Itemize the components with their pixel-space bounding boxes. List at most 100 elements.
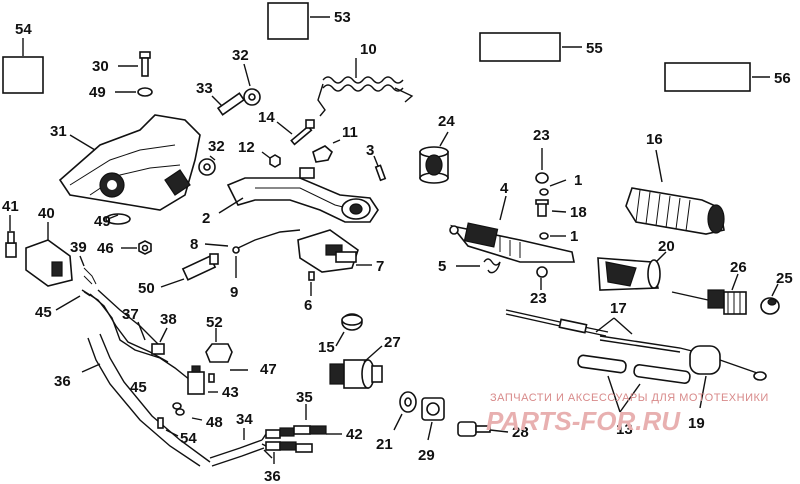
screw-6 [308, 271, 315, 281]
label-54-top: 54 [15, 21, 32, 38]
label-32-mid: 32 [208, 138, 225, 155]
label-31: 31 [50, 123, 67, 140]
nut-46 [138, 240, 152, 255]
pin-18 [535, 199, 549, 217]
label-49-top: 49 [89, 84, 106, 101]
label-8: 8 [190, 236, 198, 253]
switch-plate-7 [297, 229, 359, 273]
coil-wire-10 [317, 58, 414, 117]
label-20: 20 [658, 238, 675, 255]
grommet-15 [341, 313, 363, 331]
harness-36 [87, 333, 211, 467]
pin-33 [216, 92, 246, 116]
label-1-top: 1 [574, 172, 582, 189]
nut-29 [421, 397, 445, 421]
cap-52 [205, 343, 233, 363]
wire-39 [83, 267, 97, 285]
cap-23-bottom [536, 266, 548, 278]
label-9: 9 [230, 284, 238, 301]
label-10: 10 [360, 41, 377, 58]
screw-14 [290, 119, 315, 146]
switch-43 [187, 365, 205, 395]
label-54-bottom: 54 [180, 430, 197, 447]
label-23-top: 23 [533, 127, 550, 144]
label-6: 6 [304, 297, 312, 314]
box-55 [479, 32, 561, 62]
washer-21 [399, 391, 417, 413]
label-5: 5 [438, 258, 446, 275]
label-1-mid: 1 [570, 228, 578, 245]
pin-1-top [539, 188, 549, 196]
label-46: 46 [97, 240, 114, 257]
label-53: 53 [334, 9, 351, 26]
wire-harness-45 [81, 289, 191, 381]
label-24: 24 [438, 113, 455, 130]
label-33: 33 [196, 80, 213, 97]
switch-27 [329, 359, 383, 389]
label-21: 21 [376, 436, 393, 453]
label-15: 15 [318, 339, 335, 356]
label-36-bottom: 36 [264, 468, 281, 484]
label-19: 19 [688, 415, 705, 432]
boot-19 [689, 345, 767, 381]
label-42: 42 [346, 426, 363, 443]
label-56: 56 [774, 70, 791, 87]
label-47: 47 [260, 361, 277, 378]
pin-3 [374, 164, 387, 182]
label-55: 55 [586, 40, 603, 57]
tube-13 [577, 354, 691, 384]
box-53 [267, 2, 309, 40]
label-30: 30 [92, 58, 109, 75]
connector-38 [151, 343, 165, 355]
label-32-top: 32 [232, 47, 249, 64]
spring-5 [483, 258, 501, 274]
leader-37 [137, 321, 146, 341]
connector-40 [25, 239, 73, 287]
label-36-mid: 36 [54, 373, 71, 390]
label-45-top: 45 [35, 304, 52, 321]
label-13: 13 [616, 421, 633, 438]
screw-47 [208, 373, 215, 383]
grip-16 [625, 187, 725, 235]
label-26: 26 [730, 259, 747, 276]
tiller-arm-2 [226, 167, 379, 223]
bushing-24 [419, 146, 449, 184]
label-43: 43 [222, 384, 239, 401]
clip-11 [312, 145, 333, 163]
bolt-30 [139, 51, 151, 77]
wire-8 [232, 229, 301, 254]
label-7: 7 [376, 258, 384, 275]
harness-34 [209, 439, 265, 467]
fitting-26 [671, 289, 747, 315]
label-4: 4 [500, 180, 509, 197]
cap-23-top [535, 172, 549, 184]
label-34: 34 [236, 411, 253, 428]
label-38: 38 [160, 311, 177, 328]
cable-17 [505, 309, 697, 353]
label-37: 37 [122, 306, 139, 323]
washer-48 [172, 402, 185, 416]
pin-1-mid [539, 232, 549, 240]
label-11: 11 [342, 124, 358, 141]
label-12: 12 [238, 139, 255, 156]
label-23-bottom: 23 [530, 290, 547, 307]
label-50: 50 [138, 280, 155, 297]
label-17: 17 [610, 300, 627, 317]
screw-54-small [157, 417, 164, 429]
throttle-shaft-4 [449, 222, 575, 263]
washer-49-bottom [105, 213, 131, 225]
nut-12 [269, 154, 281, 168]
label-27: 27 [384, 334, 401, 351]
housing-20 [597, 257, 661, 291]
label-14: 14 [258, 109, 275, 126]
label-25: 25 [776, 270, 793, 287]
label-28: 28 [512, 424, 529, 441]
bracket-31 [58, 114, 201, 211]
washer-49-top [137, 87, 153, 97]
box-56 [664, 62, 751, 92]
plug-35-42 [261, 425, 327, 459]
label-41: 41 [2, 198, 19, 215]
label-2: 2 [202, 210, 210, 227]
